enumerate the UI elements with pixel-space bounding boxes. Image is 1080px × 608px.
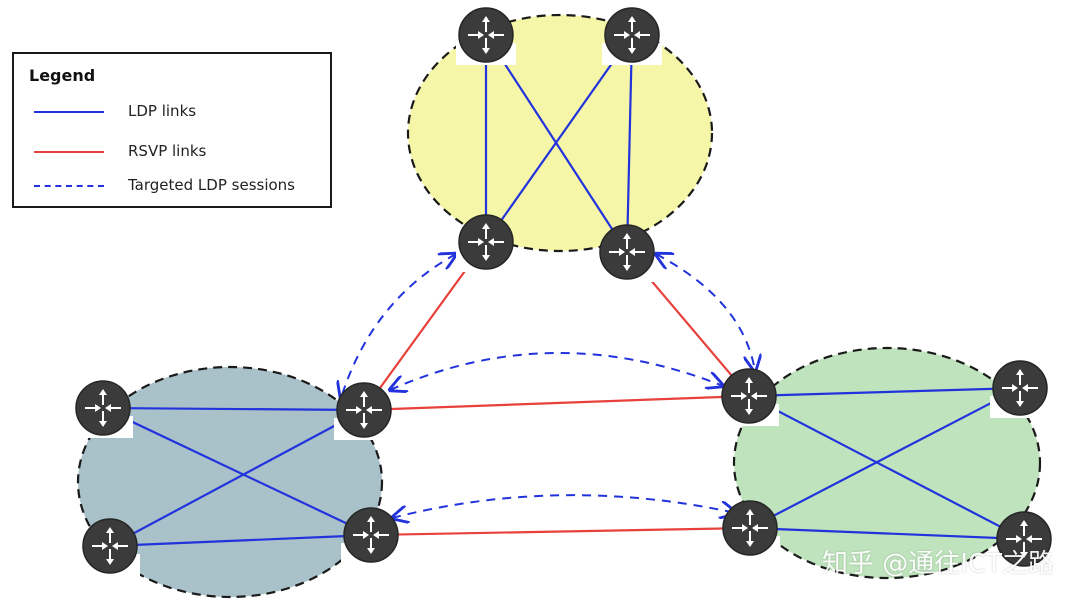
router-R3 [720, 500, 780, 558]
legend-swatch-solid-red [34, 151, 104, 153]
router-icon [604, 7, 660, 63]
router-icon [82, 518, 138, 574]
sessions-layer [341, 254, 755, 518]
router-icon [996, 511, 1052, 567]
router-R4 [994, 511, 1054, 569]
router-L1 [73, 380, 133, 438]
legend-item-targeted-ldp-sessions: Targeted LDP sessions [34, 176, 324, 196]
legend-swatch-solid-blue [34, 111, 104, 113]
router-L2 [334, 382, 394, 440]
ldp-link-L1-L4 [102, 407, 372, 536]
targeted-ldp-session-T4-R1 [656, 254, 755, 371]
targeted-ldp-session-L2-R1 [390, 351, 723, 390]
rsvp-link-L2-R1 [363, 394, 750, 412]
watermark-text: 知乎 @通往ICT之路 [822, 549, 1054, 579]
region-top [406, 13, 714, 253]
ldp-link-R3-R4 [749, 526, 1025, 541]
router-L3 [80, 518, 140, 576]
ldp-link-R1-R2 [748, 386, 1021, 398]
region-right [732, 346, 1042, 580]
legend-label: LDP links [128, 102, 197, 120]
router-icon [992, 360, 1048, 416]
router-T2 [602, 7, 662, 65]
ldp-link-L3-L4 [109, 533, 372, 548]
ldp-link-T2-T4 [625, 34, 634, 253]
legend-title: Legend [29, 66, 96, 85]
legend-swatch-dashed-blue [34, 185, 104, 187]
routers-layer [73, 7, 1054, 576]
router-T1 [456, 7, 516, 65]
legend-item-ldp-links: LDP links [34, 102, 324, 122]
router-icon [721, 368, 777, 424]
router-icon [722, 500, 778, 556]
router-icon [458, 214, 514, 270]
router-icon [75, 380, 131, 436]
ldp-link-T2-T3 [485, 34, 633, 243]
router-icon [599, 224, 655, 280]
router-R1 [719, 368, 779, 426]
ldp-link-R1-R4 [748, 395, 1025, 540]
legend-item-rsvp-links: RSVP links [34, 142, 324, 162]
legend-label: Targeted LDP sessions [128, 176, 295, 194]
router-icon [336, 382, 392, 438]
router-T3 [456, 214, 516, 272]
router-T4 [597, 224, 657, 282]
ldp-link-L1-L2 [102, 406, 365, 412]
ldp-link-L3-L2 [109, 409, 365, 547]
router-R2 [990, 360, 1050, 418]
legend-label: RSVP links [128, 142, 207, 160]
legend-box: Legend LDP links RSVP links Targeted LDP… [12, 52, 332, 208]
router-L4 [341, 507, 401, 565]
targeted-ldp-session-L4-R3 [392, 494, 736, 518]
targeted-ldp-session-T3-L2 [341, 254, 456, 398]
router-icon [343, 507, 399, 563]
rsvp-link-L4-R3 [370, 526, 751, 537]
ldp-link-R3-R2 [749, 387, 1021, 529]
router-icon [458, 7, 514, 63]
